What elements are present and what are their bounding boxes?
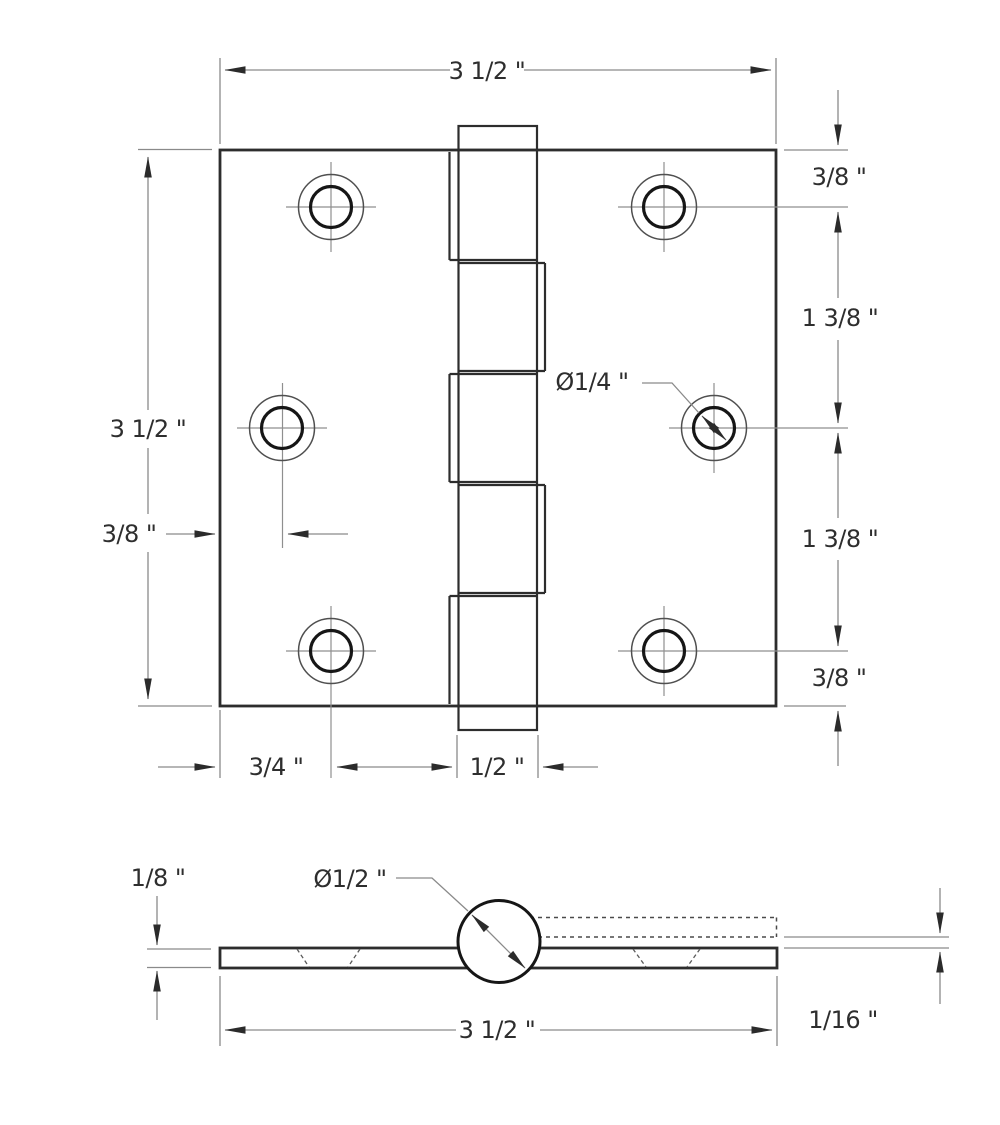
screw-hole-bottom-right xyxy=(618,606,848,696)
screw-hole-top-right xyxy=(618,162,848,252)
dim-leaf-thickness: 1/8 " xyxy=(131,864,211,1020)
barrel-diameter-label: Ø1/2 " xyxy=(313,865,386,893)
dim-width-top: 3 1/2 " xyxy=(219,57,777,144)
dim-height-left-label: 3 1/2 " xyxy=(110,415,187,443)
dim-lower-right-label: 1 3/8 " xyxy=(802,525,879,553)
dim-barrel-width-label: 1/2 " xyxy=(470,753,525,781)
dim-bottom-right-label: 3/8 " xyxy=(812,664,867,692)
dim-leaf-gap: 1/16 " xyxy=(784,888,949,1034)
dim-hole-offset-left: 3/8 " xyxy=(102,520,348,548)
dim-hole-spacing-lower-right: 1 3/8 " xyxy=(802,432,879,647)
barrel-top-cap xyxy=(457,124,539,152)
callout-hole-diameter: Ø1/4 " xyxy=(555,368,727,441)
dim-width-top-label: 3 1/2 " xyxy=(449,57,526,85)
dim-bottom-left-label: 3/4 " xyxy=(249,753,304,781)
screw-hole-bottom-left xyxy=(286,606,376,778)
hidden-leaf-dashed xyxy=(530,916,778,938)
dim-hole-spacing-upper-right: 1 3/8 " xyxy=(802,211,879,424)
countersink-marks xyxy=(296,948,701,968)
dim-edge-to-hole-top-right: 3/8 " xyxy=(784,90,867,191)
hole-diameter-label: Ø1/4 " xyxy=(555,368,628,396)
hinge-barrel xyxy=(448,124,547,732)
dim-top-right-label: 3/8 " xyxy=(812,163,867,191)
dim-edge-to-hole-bottom-right: 3/8 " xyxy=(784,664,867,766)
top-view: 3 1/2 " 3 1/2 " 3/8 " 3/8 " xyxy=(102,57,879,781)
leaf-thickness-label: 1/8 " xyxy=(131,864,186,892)
screw-hole-middle-left xyxy=(237,383,327,548)
screw-hole-top-left xyxy=(286,162,376,252)
leaf-gap-label: 1/16 " xyxy=(808,1006,878,1034)
dim-hole-offset-left-label: 3/8 " xyxy=(102,520,157,548)
dim-height-left: 3 1/2 " xyxy=(110,148,212,707)
screw-hole-middle-right xyxy=(669,383,848,473)
barrel-bottom-cap xyxy=(457,704,539,732)
screw-holes xyxy=(237,162,848,778)
dim-width-bottom-label: 3 1/2 " xyxy=(459,1016,536,1044)
dim-edge-to-hole-bottom: 3/4 " xyxy=(158,710,453,781)
dim-barrel-width: 1/2 " xyxy=(456,735,598,781)
dim-width-bottom: 3 1/2 " xyxy=(219,976,778,1046)
callout-barrel-diameter: Ø1/2 " xyxy=(313,865,526,969)
side-view: Ø1/2 " 1/8 " 1/16 " 3 1/2 " xyxy=(131,864,949,1046)
dim-upper-right-label: 1 3/8 " xyxy=(802,304,879,332)
